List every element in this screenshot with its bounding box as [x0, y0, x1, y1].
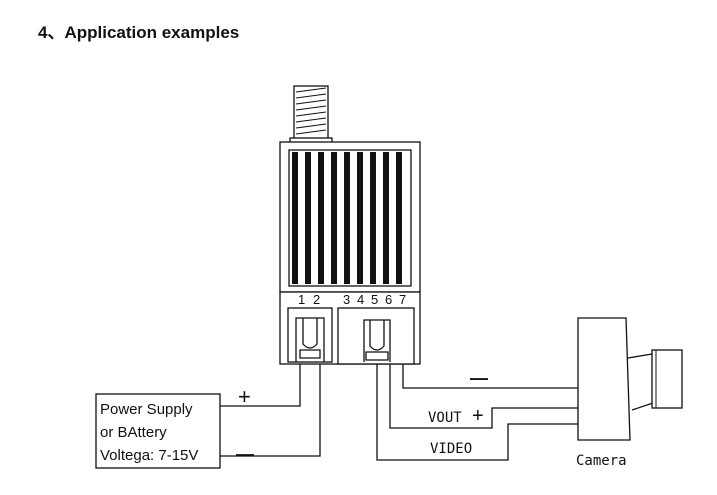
heatsink-fins — [292, 152, 402, 284]
camera-icon — [577, 317, 683, 441]
wire-video — [376, 364, 578, 461]
pin-label-7: 7 — [399, 292, 406, 307]
pin-label-6: 6 — [385, 292, 392, 307]
ground-minus-sign: — — [470, 368, 488, 388]
pin-label-3: 3 — [343, 292, 350, 307]
power-supply-line-1: Power Supply — [100, 401, 193, 418]
wire-vout — [389, 364, 578, 429]
camera-label: Camera — [576, 453, 627, 469]
pin-label-1: 1 — [298, 292, 305, 307]
supply-plus-sign: + — [238, 384, 251, 409]
supply-minus-sign: — — [236, 444, 254, 464]
power-supply-box — [95, 393, 221, 469]
pin-label-2: 2 — [313, 292, 320, 307]
vout-plus-sign: + — [472, 405, 484, 427]
vout-label: VOUT — [428, 410, 462, 426]
video-connector — [337, 307, 415, 365]
section-heading: 4、Application examples — [38, 23, 240, 42]
antenna-connector-icon — [289, 85, 333, 147]
power-supply-line-2: or BAttery — [100, 424, 167, 441]
pin-label-5: 5 — [371, 292, 378, 307]
wire-negative — [220, 364, 321, 457]
power-connector — [287, 307, 333, 363]
wire-positive — [220, 364, 301, 407]
wire-ground — [402, 364, 578, 389]
power-supply-line-3: Voltega: 7-15V — [100, 447, 198, 464]
video-label: VIDEO — [430, 441, 472, 457]
pin-label-4: 4 — [357, 292, 364, 307]
